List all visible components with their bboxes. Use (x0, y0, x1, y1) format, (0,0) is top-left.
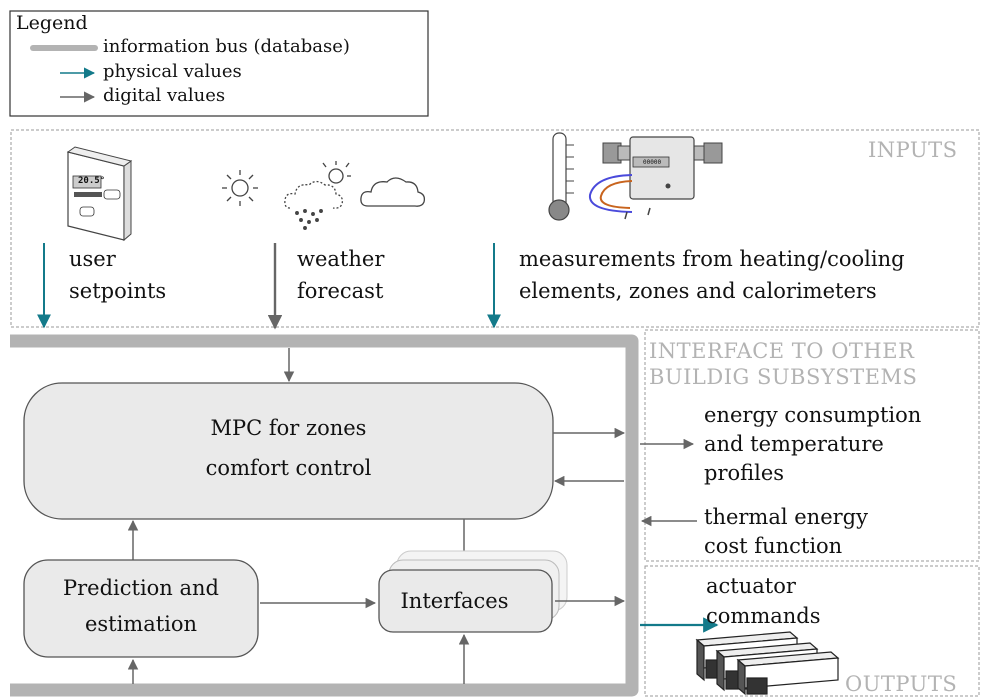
thermometer-icon (548, 132, 574, 221)
thermostat-display: 20.5° (78, 176, 106, 186)
energy-label-line2: and temperature (704, 432, 884, 456)
legend-bus-label: information bus (database) (103, 36, 350, 57)
interfaces-box (378, 569, 553, 633)
weather-forecast-label-line1: weather (297, 247, 385, 271)
interface-heading-line2: BUILDIG SUBSYSTEMS (649, 365, 918, 389)
information-bus (10, 334, 639, 697)
legend-digital-label: digital values (103, 85, 226, 106)
outputs-section-box (644, 565, 980, 697)
inputs-section-box (10, 129, 980, 328)
prediction-title-line2: estimation (84, 612, 198, 636)
calorimeter-display: 00000 (643, 159, 662, 166)
interfaces-title: Interfaces (400, 589, 509, 613)
snow-cloud-icon (284, 161, 351, 230)
weather-forecast-label-line2: forecast (297, 279, 384, 303)
legend-box (9, 10, 429, 117)
prediction-title-line1: Prediction and (62, 576, 219, 600)
user-setpoints-label-line1: user (69, 247, 116, 271)
cost-label-line1: thermal energy (704, 505, 868, 529)
calorimeter-icon (588, 136, 723, 220)
prediction-box (23, 559, 259, 658)
legend-physical-label: physical values (103, 61, 242, 82)
inputs-heading: INPUTS (868, 138, 958, 162)
interface-heading-line1: INTERFACE TO OTHER (649, 339, 915, 363)
measurements-label-line1: measurements from heating/cooling (519, 247, 905, 271)
measurements-label-line2: elements, zones and calorimeters (519, 279, 877, 303)
mpc-box (23, 382, 554, 520)
legend-title: Legend (16, 12, 88, 34)
interface-section-box (644, 329, 980, 562)
user-setpoints-label-line2: setpoints (69, 279, 167, 303)
thermostat-icon (66, 146, 133, 242)
sun-icon (222, 170, 258, 206)
actuator-label-line1: actuator (706, 574, 796, 598)
energy-label-line3: profiles (704, 461, 785, 485)
outputs-heading: OUTPUTS (845, 672, 958, 696)
actuator-label-line2: commands (706, 604, 821, 628)
mpc-title-line1: MPC for zones (210, 416, 367, 440)
cloud-icon (360, 177, 426, 207)
fan-coil-units-icon (695, 631, 840, 696)
energy-label-line1: energy consumption (704, 403, 922, 427)
mpc-title-line2: comfort control (205, 456, 372, 480)
cost-label-line2: cost function (704, 534, 843, 558)
